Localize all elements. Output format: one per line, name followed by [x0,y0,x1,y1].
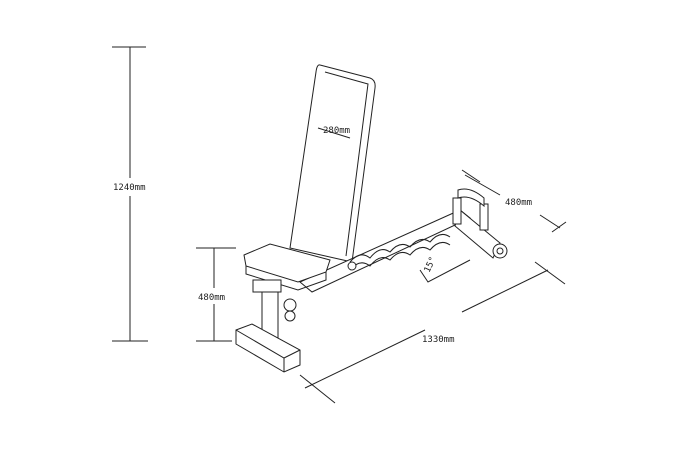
length-label: 1330mm [422,335,455,345]
backrest-width-arrow [317,127,351,139]
base-width-dimension-line [461,169,567,233]
front-leg [235,279,301,373]
height-label: 1240mm [113,183,146,193]
seat-height-dimension-line [196,247,236,342]
seat-height-label: 480mm [198,293,225,303]
length-dimension-line [299,261,566,404]
angle-marker [419,259,471,283]
height-dimension-line [112,46,148,342]
angle-label: 15° [423,255,439,274]
rail-frame [299,188,508,293]
backrest-width-label: 280mm [323,126,350,136]
seat [243,243,331,291]
backrest [289,64,376,263]
base-width-label: 480mm [505,198,532,208]
